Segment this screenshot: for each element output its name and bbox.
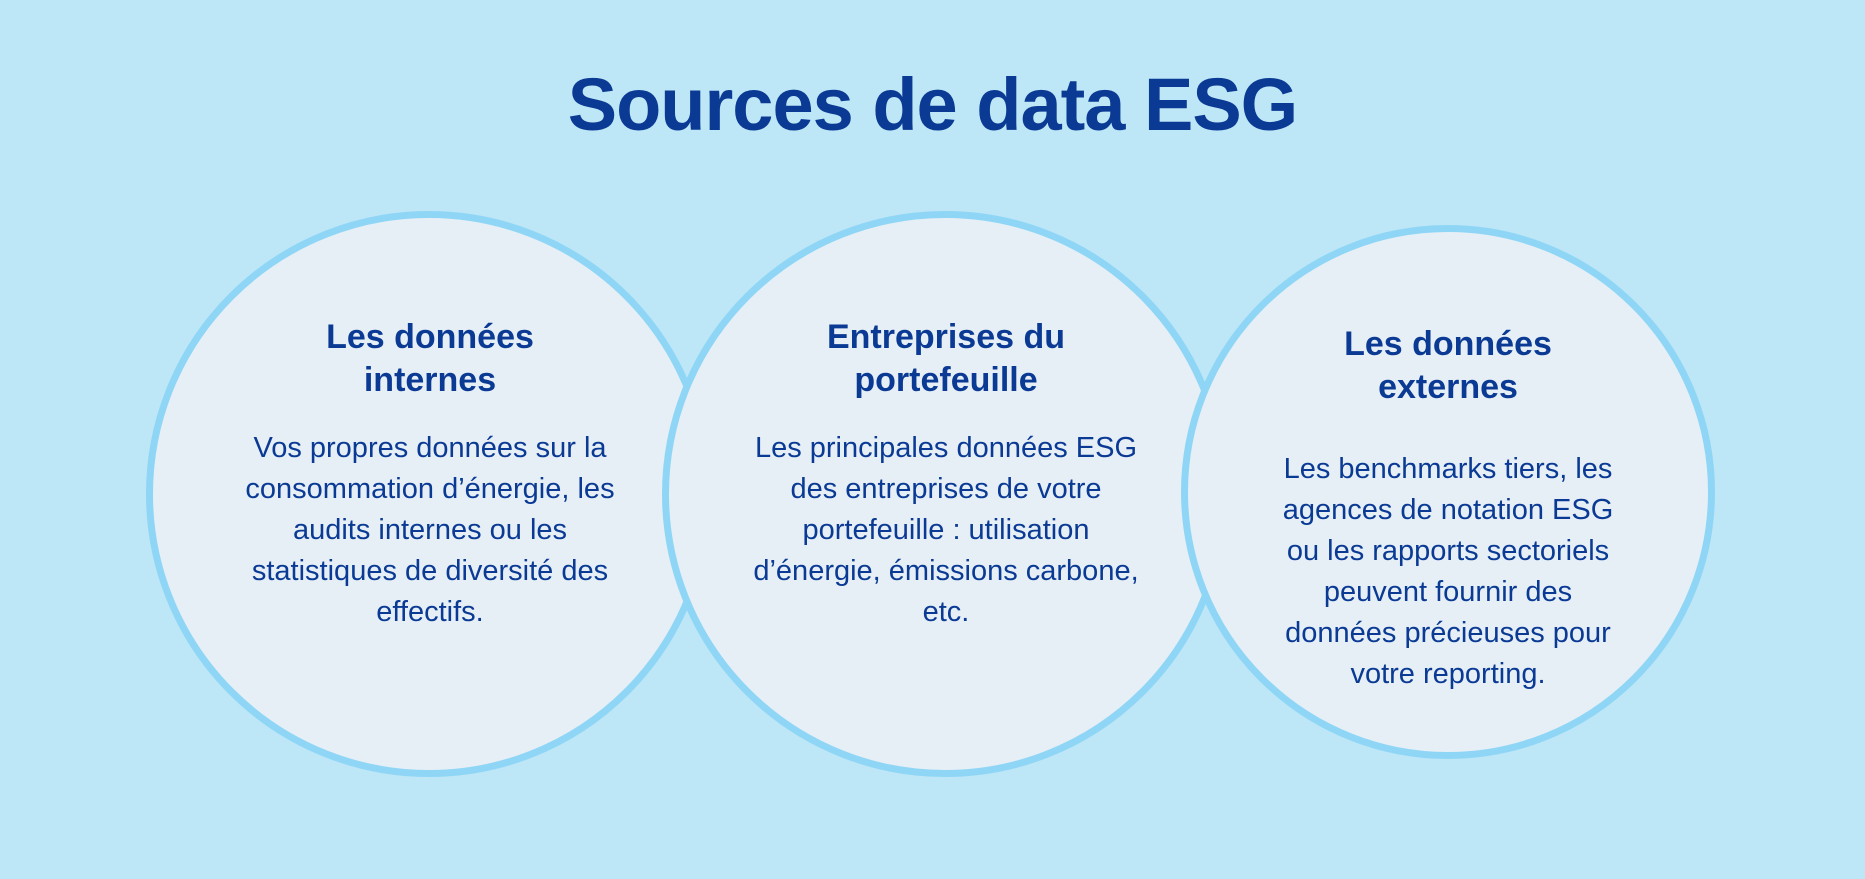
body-line: des entreprises de votre <box>790 473 1102 505</box>
heading-line: Entreprises du <box>826 318 1066 356</box>
circle-portfolio-companies <box>662 211 1228 777</box>
internal-data-heading: Les données internes <box>200 316 660 402</box>
body-line: votre reporting. <box>1350 658 1546 690</box>
external-data-content: Les données externes Les benchmarks tier… <box>1228 323 1668 695</box>
portfolio-companies-description: Les principales données ESG des entrepri… <box>716 428 1176 633</box>
external-data-heading: Les données externes <box>1228 323 1668 409</box>
body-line: audits internes ou les <box>292 514 568 546</box>
heading-line: Les données <box>1344 325 1552 363</box>
circle-internal-data <box>146 211 712 777</box>
heading-line: portefeuille <box>854 361 1038 399</box>
heading-line: Les données <box>326 318 534 356</box>
internal-data-content: Les données internes Vos propres données… <box>200 316 660 633</box>
body-line: Vos propres données sur la <box>253 432 607 464</box>
body-line: Les benchmarks tiers, les <box>1283 453 1613 485</box>
body-line: ou les rapports sectoriels <box>1286 535 1610 567</box>
circle-external-data <box>1181 225 1715 759</box>
body-line: statistiques de diversité des <box>251 555 609 587</box>
body-line: agences de notation ESG <box>1282 494 1614 526</box>
external-data-description: Les benchmarks tiers, les agences de not… <box>1228 449 1668 695</box>
portfolio-companies-heading: Entreprises du portefeuille <box>716 316 1176 402</box>
internal-data-description: Vos propres données sur la consommation … <box>200 428 660 633</box>
body-line: consommation d’énergie, les <box>245 473 615 505</box>
page-title: Sources de data ESG <box>567 63 1299 146</box>
heading-line: externes <box>1378 368 1518 406</box>
body-line: effectifs. <box>376 596 484 628</box>
body-line: portefeuille : utilisation <box>802 514 1090 546</box>
body-line: Les principales données ESG <box>754 432 1138 464</box>
heading-line: internes <box>363 361 497 399</box>
body-line: d’énergie, émissions carbone, <box>753 555 1139 587</box>
body-line: etc. <box>922 596 970 628</box>
body-line: données précieuses pour <box>1285 617 1611 649</box>
portfolio-companies-content: Entreprises du portefeuille Les principa… <box>716 316 1176 633</box>
body-line: peuvent fournir des <box>1323 576 1573 608</box>
